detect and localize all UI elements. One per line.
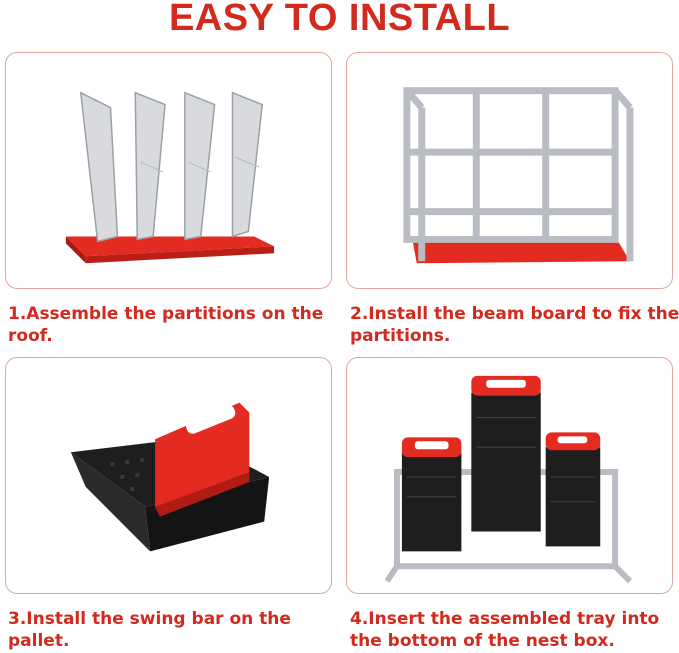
step-1-image	[5, 52, 332, 289]
step-3-caption: 3.Install the swing bar on the pallet.	[8, 609, 291, 651]
step-4-image	[346, 357, 673, 594]
step-3-image	[5, 357, 332, 594]
page-title: EASY TO INSTALL	[168, 0, 511, 39]
step-1-caption: 1.Assemble the partitions on the roof.	[8, 304, 324, 346]
step-4-caption: 4.Insert the assembled tray into the bot…	[350, 609, 660, 651]
step-2-caption: 2.Install the beam board to fix the part…	[350, 304, 679, 346]
step-2-image	[346, 52, 673, 289]
